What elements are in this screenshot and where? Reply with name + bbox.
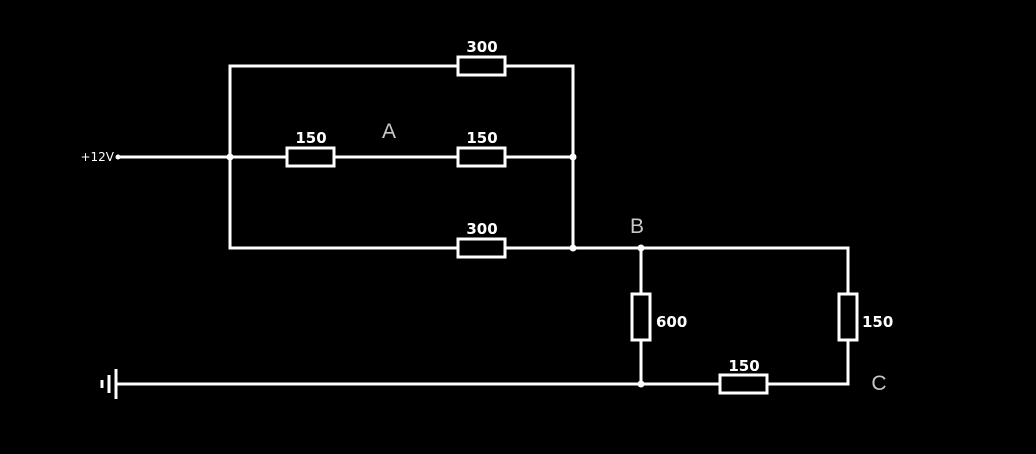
label-r-top: 300 <box>466 38 497 56</box>
node-label-b: B <box>630 215 644 238</box>
resistor-mid-left <box>285 146 336 168</box>
junction-b <box>637 244 645 252</box>
resistor-b-down <box>630 292 652 342</box>
resistor-right <box>837 292 859 342</box>
resistor-bottom-right <box>718 373 769 395</box>
junction-right-mid <box>569 153 577 161</box>
ground-icon <box>100 369 118 399</box>
node-label-a: A <box>382 120 396 143</box>
junction-ground <box>637 380 645 388</box>
label-r-bottom-right: 150 <box>728 357 759 375</box>
resistor-top <box>456 55 507 77</box>
junction-source <box>115 154 121 160</box>
junctions <box>115 153 645 388</box>
junction-left-mid <box>226 153 234 161</box>
resistor-bottom <box>456 237 507 259</box>
label-r-b-down: 600 <box>656 313 687 331</box>
label-r-right: 150 <box>862 313 893 331</box>
resistors <box>285 55 859 395</box>
label-r-bottom: 300 <box>466 220 497 238</box>
label-r-mid-left: 150 <box>295 129 326 147</box>
label-r-mid-right: 150 <box>466 129 497 147</box>
node-label-c: C <box>871 372 886 395</box>
resistor-mid-right <box>456 146 507 168</box>
junction-right-bottom <box>569 244 577 252</box>
source-voltage-label: +12V <box>80 150 114 164</box>
